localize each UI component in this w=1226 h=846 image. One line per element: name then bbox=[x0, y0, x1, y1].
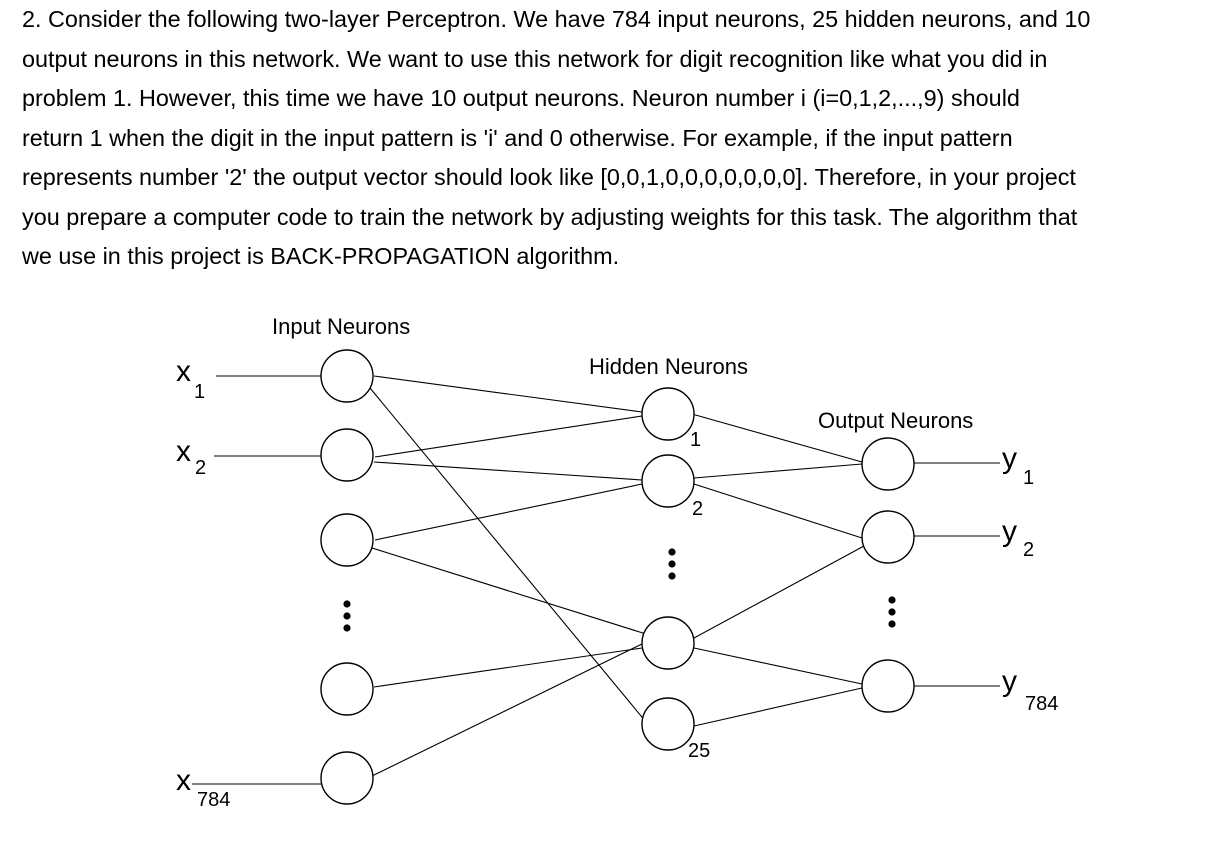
input-neuron bbox=[320, 513, 374, 567]
input-neuron bbox=[320, 428, 374, 482]
connection bbox=[373, 461, 643, 481]
connection bbox=[693, 463, 863, 479]
input-neuron bbox=[320, 751, 374, 805]
problem-line: we use in this project is BACK-PROPAGATI… bbox=[22, 243, 620, 269]
input-ellipsis bbox=[343, 600, 351, 632]
connection bbox=[371, 547, 647, 635]
output-neuron bbox=[861, 659, 915, 713]
input-neuron bbox=[320, 349, 374, 403]
input-var-subscript: 784 bbox=[197, 789, 230, 811]
input-var-subscript: 1 bbox=[194, 381, 205, 403]
problem-line: return 1 when the digit in the input pat… bbox=[22, 124, 1013, 151]
input-var-label: x bbox=[176, 764, 191, 797]
hidden-neuron bbox=[641, 616, 695, 670]
problem-line: you prepare a computer code to train the… bbox=[22, 203, 1078, 230]
problem-statement: 2. Consider the following two-layer Perc… bbox=[22, 0, 1217, 277]
connection bbox=[693, 483, 863, 539]
output-var-subscript: 784 bbox=[1025, 693, 1058, 715]
hidden-layer-label: Hidden Neurons bbox=[589, 354, 748, 379]
problem-line: problem 1. However, this time we have 10… bbox=[22, 85, 1020, 111]
hidden-neuron bbox=[641, 387, 695, 441]
connection bbox=[373, 647, 643, 688]
output-var-label: y bbox=[1002, 665, 1017, 698]
hidden-neuron-number: 25 bbox=[688, 740, 710, 762]
output-layer-label: Output Neurons bbox=[818, 408, 973, 433]
connection bbox=[693, 647, 863, 685]
input-var-subscript: 2 bbox=[195, 457, 206, 479]
problem-line: represents number '2' the output vector … bbox=[22, 164, 1076, 190]
problem-line: 2. Consider the following two-layer Perc… bbox=[22, 6, 1091, 32]
output-var-subscript: 1 bbox=[1023, 467, 1034, 489]
connection bbox=[374, 415, 643, 458]
output-neuron bbox=[861, 437, 915, 491]
input-var-label: x bbox=[176, 435, 191, 468]
hidden-neuron bbox=[641, 697, 695, 751]
hidden-neuron-number: 1 bbox=[690, 429, 701, 451]
output-var-label: y bbox=[1002, 442, 1017, 475]
input-neuron bbox=[320, 662, 374, 716]
hidden-neuron-number: 2 bbox=[692, 498, 703, 520]
output-ellipsis bbox=[888, 596, 896, 628]
connection bbox=[693, 687, 863, 727]
connection bbox=[374, 483, 643, 541]
input-var-label: x bbox=[176, 355, 191, 388]
hidden-ellipsis bbox=[668, 548, 676, 580]
connection bbox=[369, 387, 647, 723]
output-var-subscript: 2 bbox=[1023, 539, 1034, 561]
input-layer-label: Input Neurons bbox=[272, 314, 410, 339]
output-neuron bbox=[861, 510, 915, 564]
hidden-neuron bbox=[641, 454, 695, 508]
connection bbox=[693, 545, 865, 639]
connection bbox=[691, 413, 863, 463]
connection bbox=[371, 641, 647, 777]
problem-line: output neurons in this network. We want … bbox=[22, 45, 1048, 72]
connection bbox=[373, 375, 643, 413]
output-var-label: y bbox=[1002, 515, 1017, 548]
